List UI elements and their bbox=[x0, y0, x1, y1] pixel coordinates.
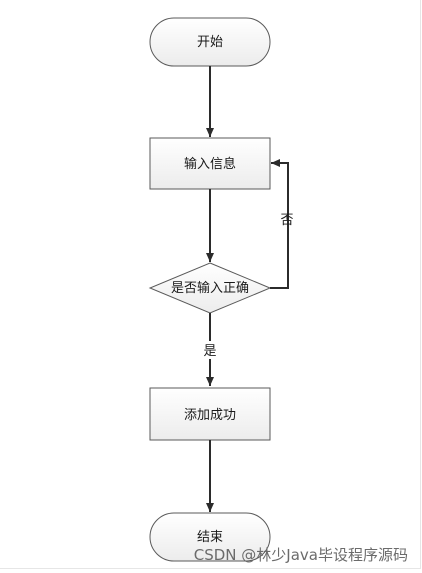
start-node-label: 开始 bbox=[197, 35, 223, 50]
end-node-label: 结束 bbox=[197, 530, 223, 545]
arrow-decision-no-to-input bbox=[270, 159, 289, 289]
add-success-label: 添加成功 bbox=[184, 408, 236, 423]
start-node: 开始 bbox=[149, 17, 271, 67]
decision-label: 是否输入正确 bbox=[171, 280, 249, 296]
decision-node: 是否输入正确 bbox=[148, 262, 272, 314]
input-info-label: 输入信息 bbox=[184, 156, 236, 172]
yes-label-background bbox=[198, 341, 222, 359]
no-branch-label: 否 bbox=[280, 213, 293, 228]
watermark-text: CSDN @林少Java毕设程序源码 bbox=[193, 546, 408, 564]
add-success-node: 添加成功 bbox=[149, 387, 271, 441]
end-node: 结束 bbox=[149, 512, 271, 562]
yes-branch-label: 是 bbox=[203, 344, 216, 359]
input-info-node: 输入信息 bbox=[149, 137, 271, 190]
